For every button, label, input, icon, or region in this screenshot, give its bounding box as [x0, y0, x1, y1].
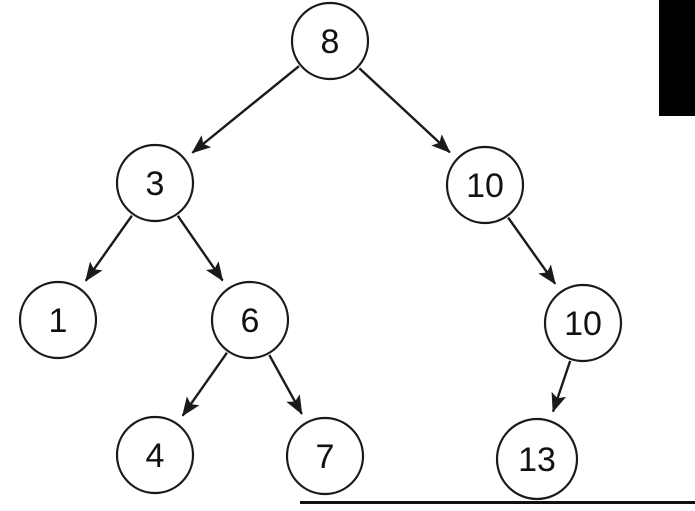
tree-node-3[interactable]: 3 [115, 143, 195, 223]
node-circle-6[interactable] [210, 280, 290, 360]
node-label-13: 13 [518, 441, 556, 479]
node-circle-7[interactable] [285, 416, 365, 496]
node-circle-3[interactable] [115, 143, 195, 223]
node-circle-10[interactable] [445, 145, 525, 225]
edges-layer [84, 65, 572, 417]
node-label-8: 8 [321, 23, 340, 61]
tree-edge-n6-to-n4 [181, 352, 228, 417]
node-circle-1[interactable] [18, 280, 98, 360]
tree-edge-n10a-to-n10b [507, 216, 557, 285]
node-label-6: 6 [241, 302, 260, 340]
tree-edge-n3-to-n1 [84, 214, 133, 282]
tree-node-7[interactable]: 7 [285, 416, 365, 496]
tree-node-8[interactable]: 8 [290, 1, 370, 81]
tree-node-10[interactable]: 10 [445, 145, 525, 225]
node-label-4: 4 [146, 437, 165, 475]
node-label-10: 10 [564, 305, 602, 343]
tree-node-1[interactable]: 1 [18, 280, 98, 360]
node-label-1: 1 [49, 302, 68, 340]
node-circle-4[interactable] [115, 415, 195, 495]
black-block-artifact [659, 0, 695, 116]
tree-edge-n10b-to-n13 [551, 360, 572, 413]
node-label-3: 3 [146, 165, 165, 203]
tree-node-4[interactable]: 4 [115, 415, 195, 495]
tree-node-10[interactable]: 10 [543, 283, 623, 363]
tree-node-13[interactable]: 13 [495, 417, 579, 501]
node-circle-8[interactable] [290, 1, 370, 81]
node-circle-10[interactable] [543, 283, 623, 363]
tree-edge-n6-to-n7 [268, 354, 303, 415]
node-label-10: 10 [466, 167, 504, 205]
tree-edge-n3-to-n6 [176, 215, 224, 282]
tree-edge-n8-to-n3 [191, 65, 300, 154]
node-circle-13[interactable] [495, 417, 579, 501]
tree-node-6[interactable]: 6 [210, 280, 290, 360]
bottom-horizontal-rule [300, 501, 695, 504]
node-label-7: 7 [316, 438, 335, 476]
tree-edge-n8-to-n10a [358, 67, 451, 154]
